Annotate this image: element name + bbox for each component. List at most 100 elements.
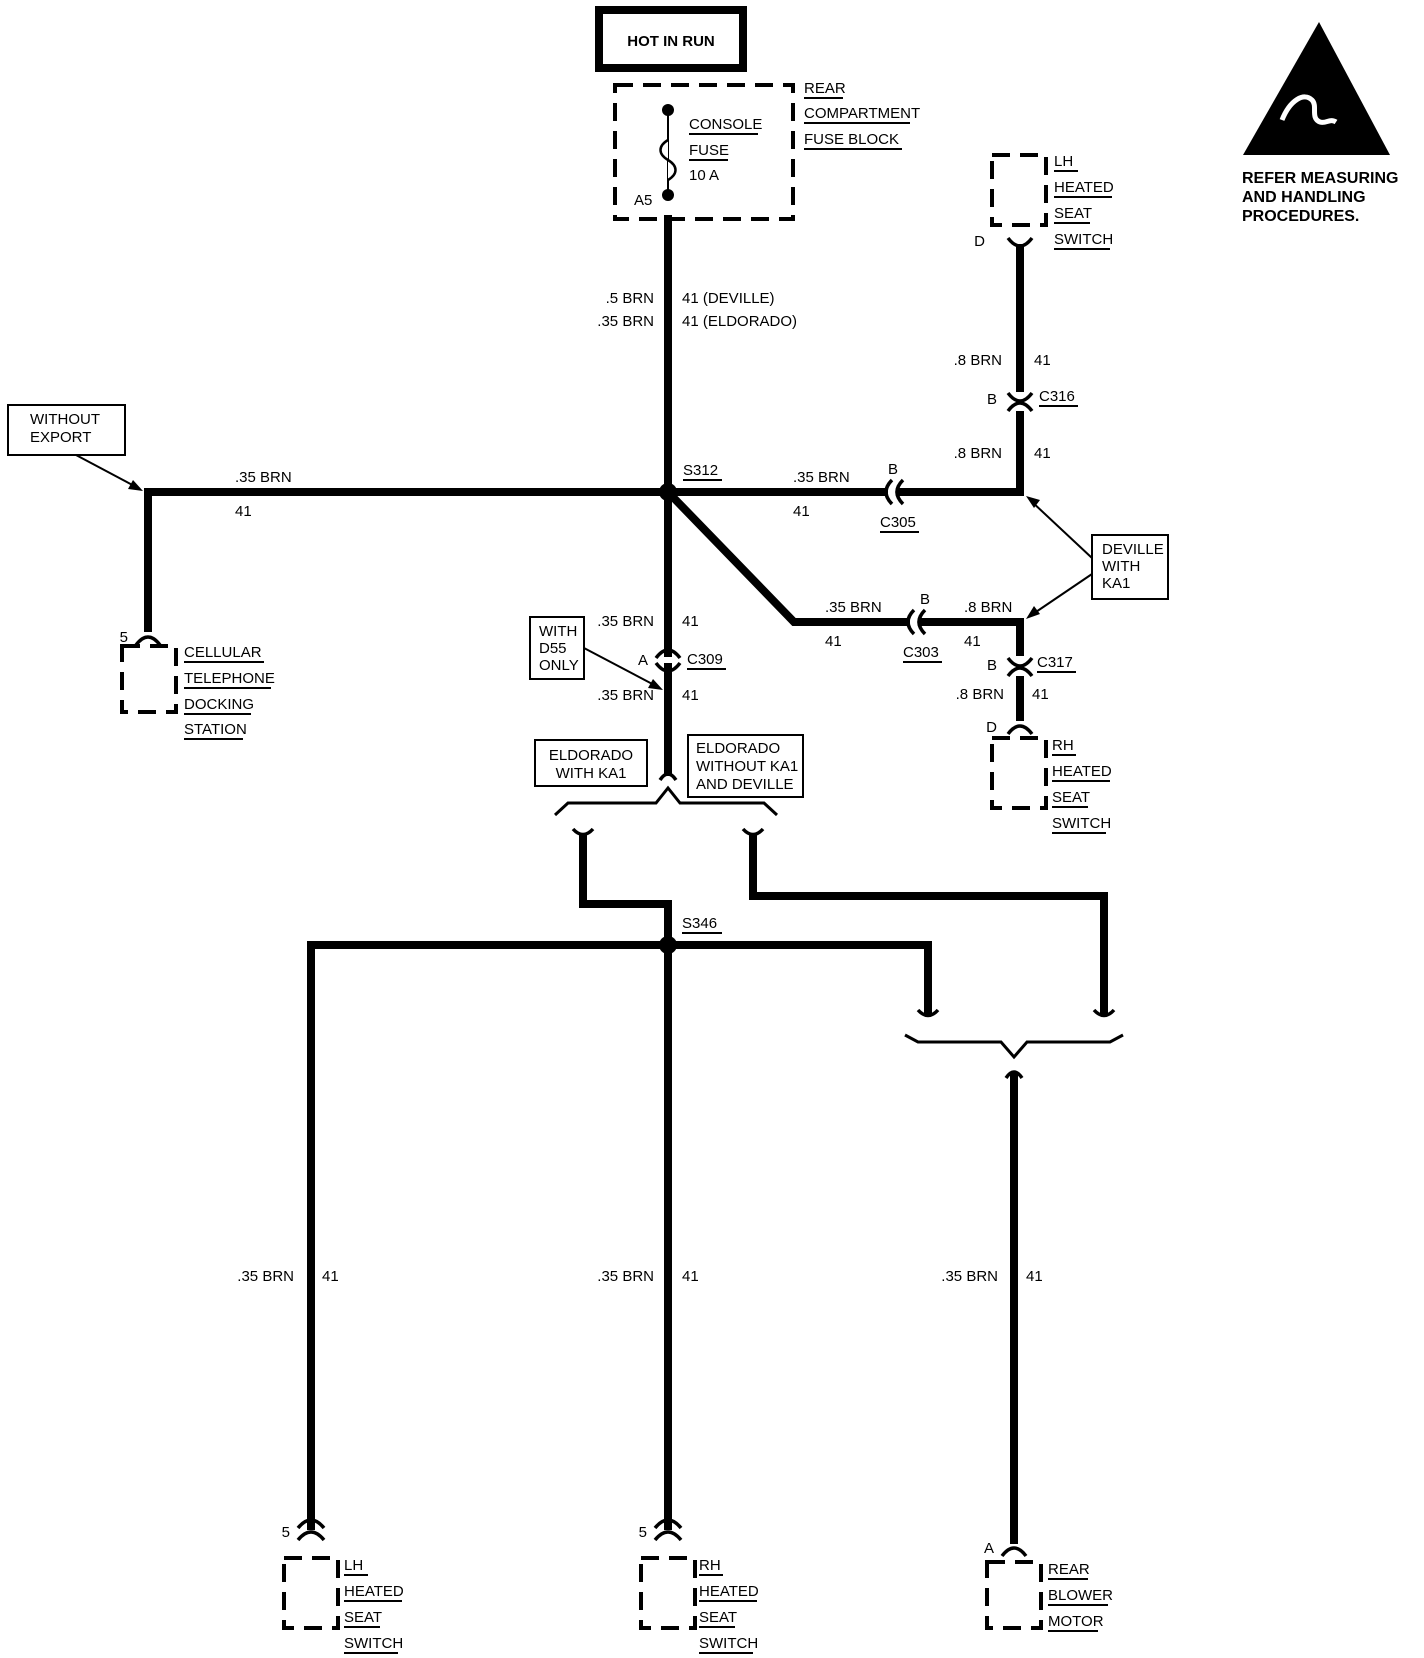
deville-ka1-note-box bbox=[1091, 534, 1169, 600]
rh-seat-mid-wire-size: .8 BRN bbox=[956, 686, 1004, 703]
rear-blower-name-line3: MOTOR bbox=[1048, 1613, 1104, 1630]
c316-lower-wire-size: .8 BRN bbox=[954, 445, 1002, 462]
with-d55-note-box bbox=[529, 616, 585, 680]
rh-seat-mid-name-line2: HEATED bbox=[1052, 763, 1112, 780]
c303-pin: B bbox=[920, 591, 930, 608]
c305-wire-circuit: 41 bbox=[793, 503, 810, 520]
deville-ka1-leader-upper bbox=[1029, 499, 1093, 559]
lh-seat-switch-bottom-box bbox=[282, 1556, 340, 1630]
main-wire-circuit-eldorado: 41 (ELDORADO) bbox=[682, 313, 797, 330]
c303-branch-wire bbox=[662, 486, 910, 626]
lh-seat-bottom-connector-upper bbox=[296, 1518, 326, 1530]
rear-blower-name-line1: REAR bbox=[1048, 1561, 1090, 1578]
rh-seat-mid-pin: D bbox=[986, 719, 997, 736]
hot-in-run-box bbox=[595, 6, 747, 72]
c305-wire-size: .35 BRN bbox=[793, 469, 850, 486]
esd-warning-icon bbox=[1243, 22, 1390, 155]
deville-ka1-leader-lower bbox=[1029, 573, 1093, 617]
splice-s312-label: S312 bbox=[683, 462, 718, 479]
esd-note-line2: AND HANDLING bbox=[1242, 189, 1366, 206]
fuse-block-outline bbox=[613, 83, 795, 221]
rh-seat-mid-name-line3: SEAT bbox=[1052, 789, 1090, 806]
eldorado-without-connector bbox=[741, 827, 765, 837]
cellular-branch-wire bbox=[144, 488, 672, 632]
cellular-name-line3: DOCKING bbox=[184, 696, 254, 713]
lh-seat-bottom-name-line1: LH bbox=[344, 1557, 363, 1574]
lh-seat-bottom-wire-size: .35 BRN bbox=[237, 1268, 294, 1285]
connector-c316-lower bbox=[1006, 401, 1034, 413]
c316-lower-wire-circuit: 41 bbox=[1034, 445, 1051, 462]
rh-seat-bottom-name-line3: SEAT bbox=[699, 1609, 737, 1626]
connector-c316-upper bbox=[1006, 391, 1034, 403]
rh-seat-bottom-wire-size: .35 BRN bbox=[597, 1268, 654, 1285]
rear-blower-name-line2: BLOWER bbox=[1048, 1587, 1113, 1604]
c305-label: C305 bbox=[880, 514, 916, 531]
with-d55-line2: D55 bbox=[539, 640, 567, 657]
without-export-leader bbox=[75, 454, 141, 490]
rear-blower-option-left-connector bbox=[916, 1008, 940, 1018]
eldorado-without-line1: ELDORADO bbox=[696, 740, 780, 757]
rh-seat-bottom-name-line1: RH bbox=[699, 1557, 721, 1574]
splice-s346-label: S346 bbox=[682, 915, 717, 932]
with-d55-line1: WITH bbox=[539, 623, 577, 640]
fuse-terminal-bottom bbox=[662, 189, 674, 201]
lh-seat-top-wire-circuit: 41 bbox=[1034, 352, 1051, 369]
fuse-block-name-line3: FUSE BLOCK bbox=[804, 131, 899, 148]
cellular-wire-size: .35 BRN bbox=[235, 469, 292, 486]
fuse-block-name-line1: REAR bbox=[804, 80, 846, 97]
rear-blower-wire-circuit: 41 bbox=[1026, 1268, 1043, 1285]
lh-seat-bottom-name-line4: SWITCH bbox=[344, 1635, 403, 1652]
rear-blower-pin: A bbox=[984, 1540, 994, 1557]
connector-c317-upper bbox=[1006, 656, 1034, 668]
rh-seat-mid-name-line1: RH bbox=[1052, 737, 1074, 754]
cellular-name-line2: TELEPHONE bbox=[184, 670, 275, 687]
cellular-pin: 5 bbox=[120, 629, 128, 646]
rh-seat-switch-mid-box bbox=[990, 736, 1048, 810]
c309-lower-wire-circuit: 41 bbox=[682, 687, 699, 704]
deville-ka1-line2: WITH bbox=[1102, 558, 1140, 575]
main-wire-size-eldorado: .35 BRN bbox=[597, 313, 654, 330]
esd-note-line3: PROCEDURES. bbox=[1242, 208, 1359, 225]
eldorado-ka1-note-box bbox=[534, 739, 648, 787]
c309-upper-wire-circuit: 41 bbox=[682, 613, 699, 630]
rh-seat-mid-connector bbox=[1006, 724, 1034, 736]
fuse-terminal-top bbox=[662, 104, 674, 116]
esd-note-line1: REFER MEASURING bbox=[1242, 170, 1398, 187]
main-wire-size-deville: .5 BRN bbox=[606, 290, 654, 307]
lh-seat-switch-top-box bbox=[990, 153, 1048, 227]
c317-label: C317 bbox=[1037, 654, 1073, 671]
eldorado-without-wire bbox=[749, 834, 1108, 1014]
c303-wire-circuit: 41 bbox=[825, 633, 842, 650]
lh-seat-bottom-name-line3: SEAT bbox=[344, 1609, 382, 1626]
rear-blower-motor-box bbox=[985, 1560, 1043, 1630]
deville-ka1-line3: KA1 bbox=[1102, 575, 1130, 592]
eldorado-without-line2: WITHOUT KA1 bbox=[696, 758, 798, 775]
fuse-name-line2: FUSE bbox=[689, 142, 729, 159]
rear-blower-connector bbox=[1000, 1546, 1028, 1558]
fuse-name-line1: CONSOLE bbox=[689, 116, 762, 133]
without-export-note-box bbox=[7, 404, 126, 456]
rear-blower-option-right-connector bbox=[1092, 1008, 1116, 1018]
with-d55-line3: ONLY bbox=[539, 657, 579, 674]
connector-c317-lower bbox=[1006, 666, 1034, 678]
c317-pin: B bbox=[987, 657, 997, 674]
eldorado-without-note-box bbox=[687, 734, 804, 798]
lh-seat-top-pin: D bbox=[974, 233, 985, 250]
lh-seat-bottom-wire-circuit: 41 bbox=[322, 1268, 339, 1285]
rh-seat-mid-name-line4: SWITCH bbox=[1052, 815, 1111, 832]
connector-c305-right bbox=[895, 478, 905, 506]
c316-label: C316 bbox=[1039, 388, 1075, 405]
c309-lower-wire-size: .35 BRN bbox=[597, 687, 654, 704]
lh-seat-bottom-connector-lower bbox=[296, 1530, 326, 1542]
connector-c305-left bbox=[884, 478, 894, 506]
lh-seat-top-name-line1: LH bbox=[1054, 153, 1073, 170]
c303-label: C303 bbox=[903, 644, 939, 661]
cellular-connector bbox=[134, 635, 162, 647]
eldorado-ka1-line2: WITH KA1 bbox=[556, 765, 627, 782]
fuse-block-name-line2: COMPARTMENT bbox=[804, 105, 920, 122]
cellular-name-line1: CELLULAR bbox=[184, 644, 262, 661]
eldorado-ka1-line1: ELDORADO bbox=[549, 747, 633, 764]
eldorado-ka1-wire bbox=[579, 834, 672, 949]
option-split-connector bbox=[658, 772, 678, 782]
